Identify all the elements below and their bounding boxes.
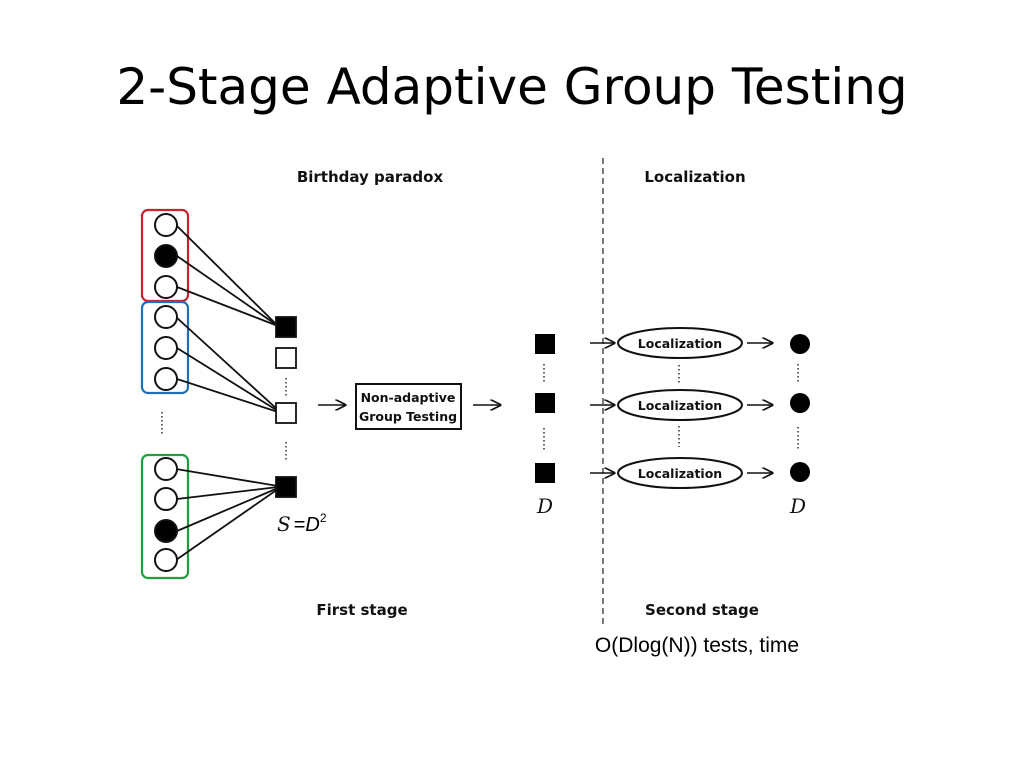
identified-defectives [790, 334, 810, 482]
process-box-line2: Group Testing [359, 409, 457, 424]
item-negative [154, 457, 178, 481]
non-adaptive-group-testing-box [355, 383, 462, 430]
identified-defective [790, 393, 810, 413]
localization-node-label: Localization [638, 466, 722, 481]
d-label-results: D [789, 494, 806, 518]
identified-defective [790, 462, 810, 482]
process-box-line1: Non-adaptive [361, 390, 456, 405]
items [154, 213, 178, 572]
arrows-to-results [747, 343, 772, 473]
pool-positive [275, 476, 297, 498]
complexity-note: O(Dlog(N)) tests, time [595, 634, 799, 657]
item-defective [154, 244, 178, 268]
item-defective [154, 519, 178, 543]
pool-negative [275, 402, 297, 424]
localization-node-label: Localization [638, 398, 722, 413]
pool-edges-blue [175, 316, 279, 413]
identified-defective [790, 334, 810, 354]
localization-node [617, 327, 743, 359]
pool-positive [275, 316, 297, 338]
s-equals-d-squared-label: S=D2 [277, 511, 327, 536]
pool-edges-green [175, 468, 279, 561]
positive-test [535, 463, 555, 483]
header-localization: Localization [644, 168, 745, 186]
arrows-to-localization [590, 343, 614, 473]
item-negative [154, 336, 178, 360]
positive-tests [535, 334, 555, 483]
footer-first-stage: First stage [316, 601, 407, 619]
localization-node [617, 457, 743, 489]
pool-negative [275, 347, 297, 369]
d-label-tests: D [536, 494, 553, 518]
item-negative [154, 487, 178, 511]
header-birthday-paradox: Birthday paradox [297, 168, 444, 186]
positive-test [535, 334, 555, 354]
item-negative [154, 275, 178, 299]
slide-title: 2-Stage Adaptive Group Testing [116, 58, 908, 116]
positive-test [535, 393, 555, 413]
item-group-blue [140, 300, 190, 395]
item-negative [154, 367, 178, 391]
pool-edges-red [175, 224, 279, 327]
pools [275, 316, 297, 498]
localization-node-label: Localization [638, 336, 722, 351]
item-negative [154, 213, 178, 237]
item-negative [154, 548, 178, 572]
item-group-green [140, 453, 190, 580]
footer-second-stage: Second stage [645, 601, 759, 619]
localization-nodes: Localization Localization Localization [617, 327, 743, 489]
item-negative [154, 305, 178, 329]
localization-node [617, 389, 743, 421]
